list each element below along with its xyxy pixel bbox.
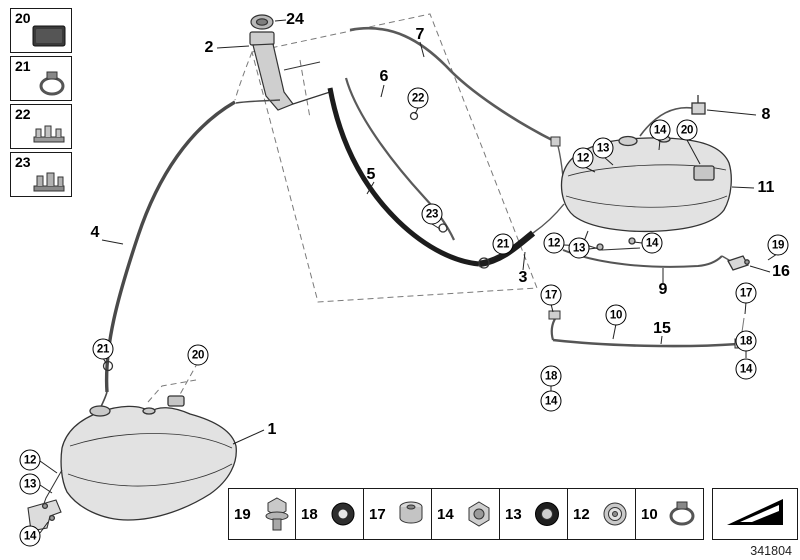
hose-clamp-icon xyxy=(36,70,68,98)
legend-part-18: 18 xyxy=(296,488,364,540)
callout-23: 23 xyxy=(421,203,443,225)
hose-7 xyxy=(349,26,557,144)
clamp-23 xyxy=(438,223,448,233)
callout-22: 22 xyxy=(407,87,429,109)
legend-label: 18 xyxy=(301,505,318,523)
callout-24: 24 xyxy=(286,11,304,28)
thumbnail-part-21: 21 xyxy=(10,56,72,101)
legend-label: 19 xyxy=(234,505,251,523)
filler-pipe xyxy=(249,14,331,111)
callout-2: 2 xyxy=(204,39,214,56)
thumbnail-part-22: 22 xyxy=(10,104,72,149)
callout-20: 20 xyxy=(187,344,209,366)
legend-label: 10 xyxy=(641,505,658,523)
legend-part-14: 14 xyxy=(432,488,500,540)
callout-3: 3 xyxy=(518,269,528,286)
dark-pad-icon xyxy=(30,22,68,50)
legend-part-12: 12 xyxy=(568,488,636,540)
callout-5: 5 xyxy=(366,166,376,183)
thumbnail-label: 21 xyxy=(15,58,31,74)
callout-14: 14 xyxy=(19,525,41,547)
legend-part-10: 10 xyxy=(636,488,704,540)
left-tank xyxy=(27,395,237,532)
cable-holder-icon xyxy=(30,166,68,194)
cable-clip-icon xyxy=(30,118,68,146)
thumbnail-label: 22 xyxy=(15,106,31,122)
legend-part-19: 19 xyxy=(228,488,296,540)
left-tank-flange xyxy=(167,395,185,407)
callout-13: 13 xyxy=(19,473,41,495)
clamp-21-left xyxy=(102,360,114,372)
callout-13: 13 xyxy=(568,237,590,259)
callout-8: 8 xyxy=(761,106,771,123)
clip-22 xyxy=(409,111,419,121)
legend-label: 14 xyxy=(437,505,454,523)
callout-18: 18 xyxy=(540,365,562,387)
callout-18: 18 xyxy=(735,330,757,352)
thumbnail-label: 20 xyxy=(15,10,31,26)
flange-bolt-icon xyxy=(264,496,290,532)
hose-4 xyxy=(104,100,236,393)
bushing-icon xyxy=(396,498,426,530)
catalog-brand-box xyxy=(712,488,798,540)
legend-part-13: 13 xyxy=(500,488,568,540)
legend-label: 13 xyxy=(505,505,522,523)
callout-14: 14 xyxy=(641,232,663,254)
catalog-arrow-icon xyxy=(724,494,786,535)
bracket-8 xyxy=(691,102,706,115)
callout-12: 12 xyxy=(543,232,565,254)
figure-number: 341804 xyxy=(750,544,792,558)
callout-14: 14 xyxy=(649,119,671,141)
callout-19: 19 xyxy=(767,234,789,256)
callout-17: 17 xyxy=(540,284,562,306)
callout-17: 17 xyxy=(735,282,757,304)
callout-21: 21 xyxy=(492,233,514,255)
callout-14: 14 xyxy=(735,358,757,380)
legend-label: 12 xyxy=(573,505,590,523)
callout-10: 10 xyxy=(605,304,627,326)
fastener-legend: 19 18 17 14 13 12 10 xyxy=(228,488,704,540)
grommet-dark-icon xyxy=(532,499,562,529)
callout-21: 21 xyxy=(92,338,114,360)
hose-6 xyxy=(344,77,455,241)
callout-9: 9 xyxy=(658,281,668,298)
legend-label: 17 xyxy=(369,505,386,523)
thumbnail-part-23: 23 xyxy=(10,152,72,197)
construction-lines xyxy=(147,13,538,403)
hose-clamp-icon xyxy=(666,500,698,528)
hose-15 xyxy=(552,338,739,348)
callout-12: 12 xyxy=(19,449,41,471)
callout-6: 6 xyxy=(379,68,389,85)
legend-part-17: 17 xyxy=(364,488,432,540)
thumbnail-column: 20 21 22 23 xyxy=(10,8,72,197)
thumbnail-part-20: 20 xyxy=(10,8,72,53)
callout-15: 15 xyxy=(653,320,671,337)
callout-4: 4 xyxy=(90,224,100,241)
clamp-21-mid xyxy=(478,257,490,269)
callout-11: 11 xyxy=(757,179,775,196)
callout-1: 1 xyxy=(267,421,277,438)
thumbnail-label: 23 xyxy=(15,154,31,170)
small-parts xyxy=(102,95,750,372)
hose-5 xyxy=(327,87,480,267)
callout-14: 14 xyxy=(540,390,562,412)
grommet-icon xyxy=(328,499,358,529)
callout-20: 20 xyxy=(676,119,698,141)
bracket-16 xyxy=(727,255,749,271)
right-tank-flange xyxy=(693,165,715,181)
callout-12: 12 xyxy=(572,147,594,169)
cap-nut-icon xyxy=(600,499,630,529)
hose-9 xyxy=(562,249,723,268)
callout-16: 16 xyxy=(772,263,790,280)
left-tank-neck xyxy=(89,405,111,417)
right-tank xyxy=(560,135,732,251)
callout-13: 13 xyxy=(592,137,614,159)
callout-7: 7 xyxy=(415,26,425,43)
flange-nut-icon xyxy=(464,499,494,529)
